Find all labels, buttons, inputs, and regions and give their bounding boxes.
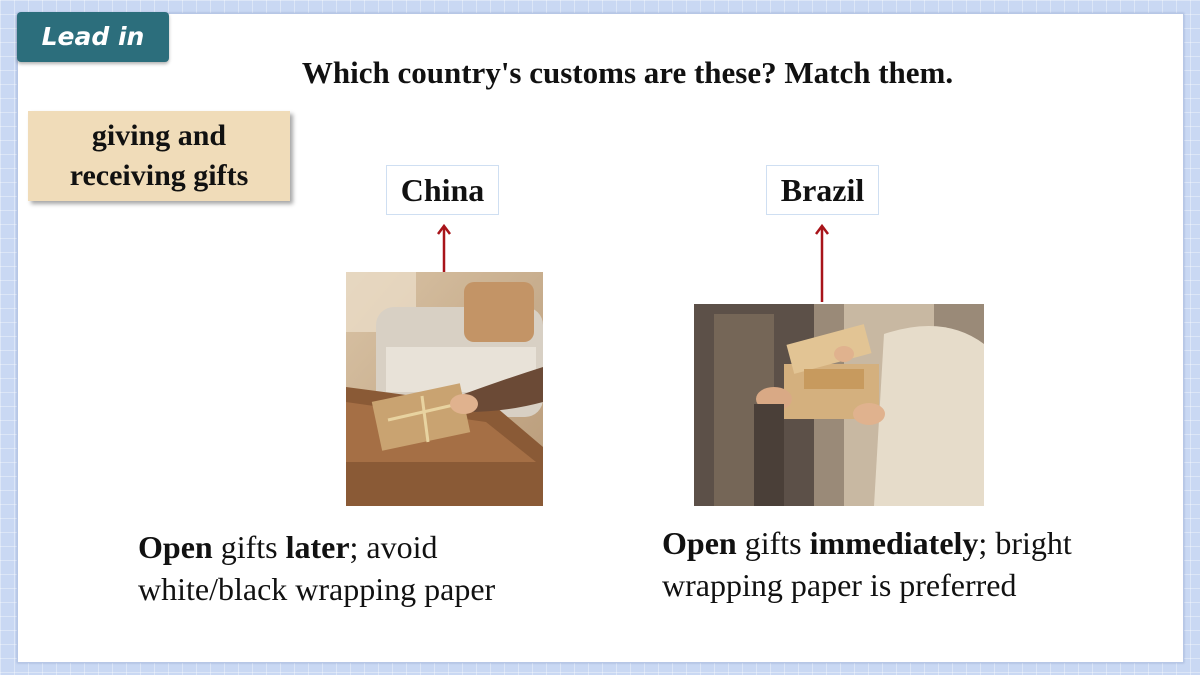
caption-china-line-2: white/black wrapping paper (138, 571, 496, 607)
country-label-brazil[interactable]: Brazil (766, 165, 879, 215)
arrow-up-icon (437, 223, 451, 272)
caption-brazil-text-1: gifts (736, 525, 810, 561)
gift-photo-brazil (694, 304, 984, 506)
caption-brazil-bold-2: immediately (809, 525, 979, 561)
arrow-up-icon (815, 223, 829, 302)
gift-photo-china (346, 272, 543, 506)
country-label-china[interactable]: China (386, 165, 499, 215)
topic-line-1: giving and (91, 119, 227, 152)
caption-china-bold-1: Open (138, 529, 213, 565)
caption-china-text-1: gifts (212, 529, 286, 565)
caption-brazil-bold-1: Open (662, 525, 737, 561)
caption-china-bold-2: later (285, 529, 350, 565)
topic-line-2: receiving gifts (69, 159, 249, 192)
caption-china-text-2: ; avoid (349, 529, 438, 565)
caption-brazil: Open gifts immediately; bright wrapping … (662, 522, 1072, 606)
lead-in-badge: Lead in (17, 12, 169, 62)
question-heading: Which country's customs are these? Match… (301, 55, 954, 90)
caption-brazil-text-2: ; bright (978, 525, 1072, 561)
topic-box: giving and receiving gifts (28, 111, 290, 201)
caption-china: Open gifts later; avoid white/black wrap… (138, 526, 495, 610)
caption-brazil-line-2: wrapping paper is preferred (662, 567, 1017, 603)
